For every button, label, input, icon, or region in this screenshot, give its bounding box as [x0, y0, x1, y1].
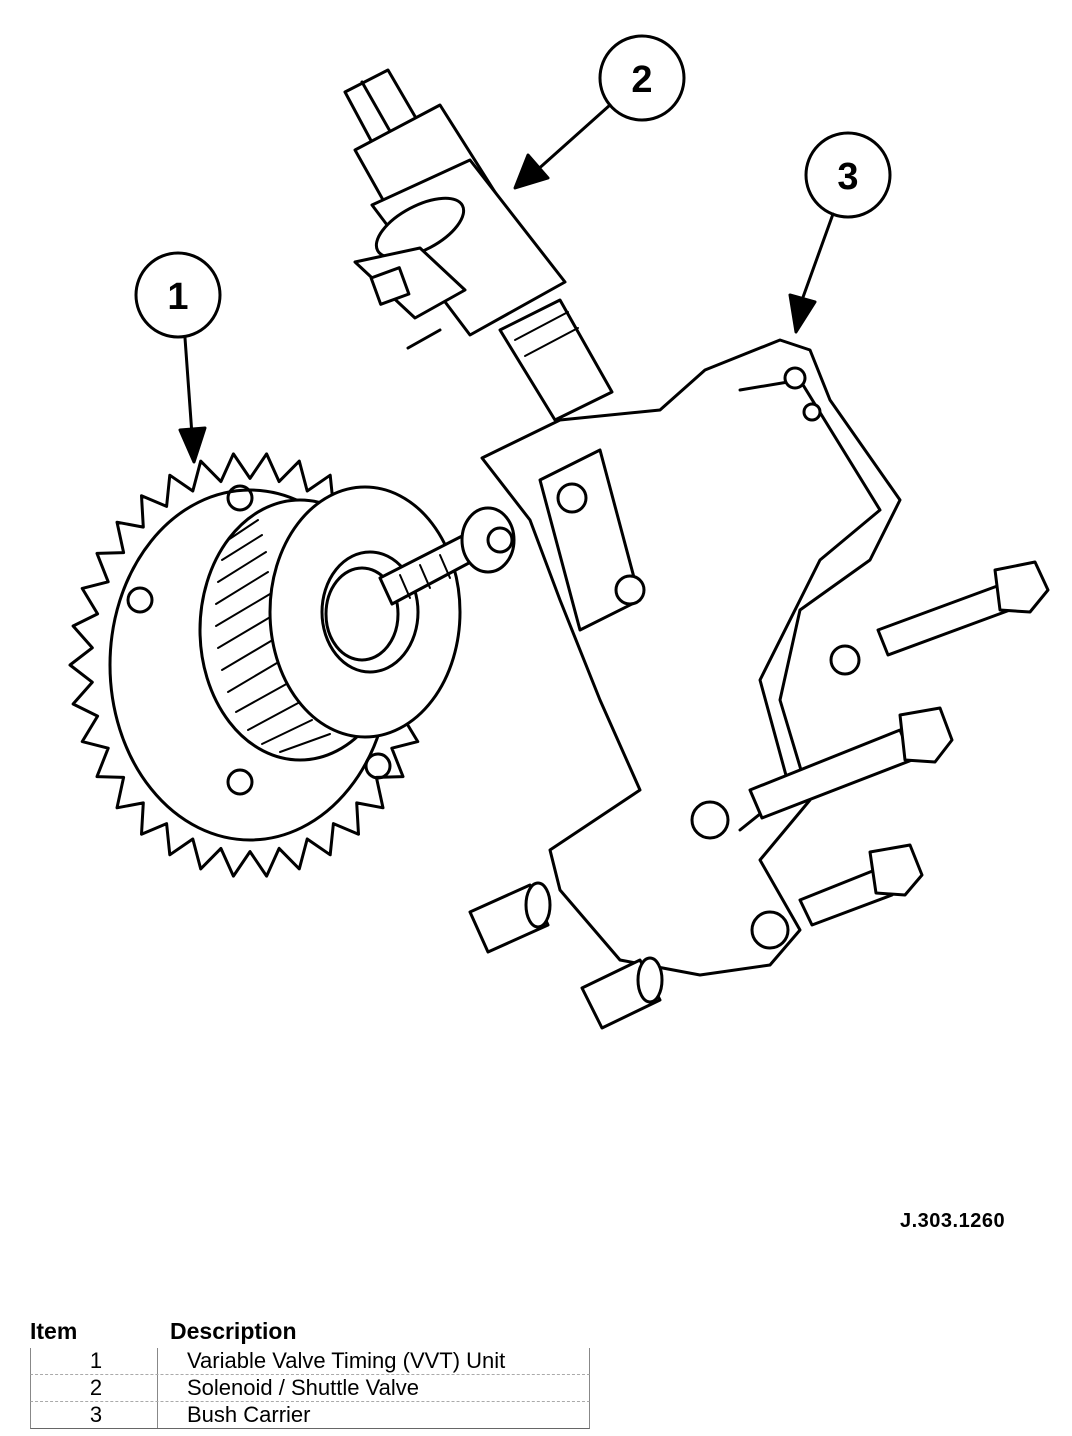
legend-item-number: 1 — [89, 1348, 103, 1373]
carrier-dowel-1 — [468, 881, 552, 954]
carrier-bolt-lower — [798, 843, 924, 927]
sprocket-bolt-hole-1 — [126, 586, 154, 614]
callout-1-leader — [183, 336, 194, 437]
legend-row: 3 Bush Carrier — [30, 1402, 590, 1429]
exploded-view-illustration: 1 2 3 — [68, 34, 1050, 1030]
carrier-bolt-hole-3 — [829, 644, 861, 676]
vvt-center-bolt — [378, 506, 516, 606]
sprocket-bolt-hole-2 — [226, 768, 254, 796]
drawing-reference-code: J.303.1260 — [900, 1210, 1006, 1232]
callout-3-leader — [800, 212, 835, 302]
carrier-dowel-2 — [580, 956, 664, 1030]
callout-2-arrowhead — [513, 153, 550, 190]
legend-description-header: Description — [170, 1318, 297, 1344]
legend-item-description: Bush Carrier — [187, 1402, 311, 1427]
carrier-bolt-hole-2 — [614, 574, 646, 606]
callout-3-arrowhead — [788, 293, 817, 334]
carrier-bolt-hole-4 — [690, 800, 730, 840]
solenoid-drawing — [343, 68, 614, 422]
sprocket-bolt-hole-3 — [364, 752, 392, 780]
bush-carrier-drawing — [468, 338, 902, 1030]
vvt-center-cap — [324, 566, 400, 662]
callout-1-circle — [134, 251, 222, 339]
legend-header: Item Description — [30, 1318, 590, 1348]
legend-item-description: Solenoid / Shuttle Valve — [187, 1375, 419, 1400]
carrier-bolt-middle — [748, 706, 954, 820]
callout-3-circle — [804, 131, 892, 219]
carrier-bolt-upper — [876, 560, 1050, 657]
legend-row: 2 Solenoid / Shuttle Valve — [30, 1375, 590, 1402]
carrier-bolt-hole-5 — [750, 910, 790, 950]
callout-1: 1 — [134, 251, 222, 464]
legend-item-number: 2 — [89, 1375, 103, 1400]
legend-row: 1 Variable Valve Timing (VVT) Unit — [30, 1348, 590, 1375]
callout-2-leader — [533, 103, 612, 174]
carrier-bolts — [748, 560, 1050, 927]
callout-2-number: 2 — [631, 59, 652, 101]
callout-3: 3 — [788, 131, 892, 334]
shuttle-valve-stem — [498, 298, 614, 422]
callout-1-number: 1 — [167, 276, 188, 318]
vvt-hub-ribs — [215, 519, 331, 753]
callout-2: 2 — [513, 34, 686, 190]
vvt-unit-drawing — [68, 452, 516, 878]
legend-item-header: Item — [30, 1318, 78, 1344]
legend-table: Item Description 1 Variable Valve Timing… — [30, 1318, 590, 1429]
callout-1-arrowhead — [178, 426, 207, 464]
sprocket-bolt-hole-4 — [226, 484, 254, 512]
callout-2-circle — [598, 34, 686, 122]
carrier-mount-hole — [783, 366, 807, 390]
legend-item-description: Variable Valve Timing (VVT) Unit — [187, 1348, 506, 1373]
carrier-bolt-hole-1 — [556, 482, 588, 514]
legend-item-number: 3 — [89, 1402, 103, 1427]
callout-3-number: 3 — [837, 156, 858, 198]
